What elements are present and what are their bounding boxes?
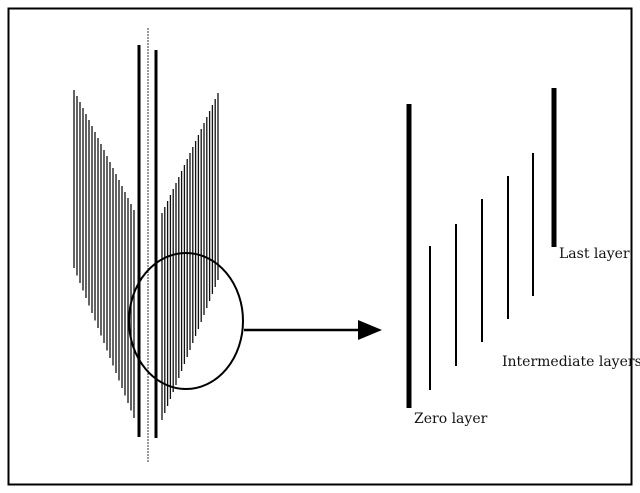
zero-layer-label: Zero layer	[414, 411, 488, 427]
zoom-arrow-head	[358, 320, 382, 340]
zoom-circle	[128, 252, 244, 390]
last-layer-label: Last layer	[559, 246, 630, 262]
layer-bundle-left	[73, 90, 135, 418]
intermediate-layers-label: Intermediate layers	[502, 354, 640, 370]
figure-frame	[7, 7, 633, 486]
layer-bundle-right	[161, 93, 219, 420]
